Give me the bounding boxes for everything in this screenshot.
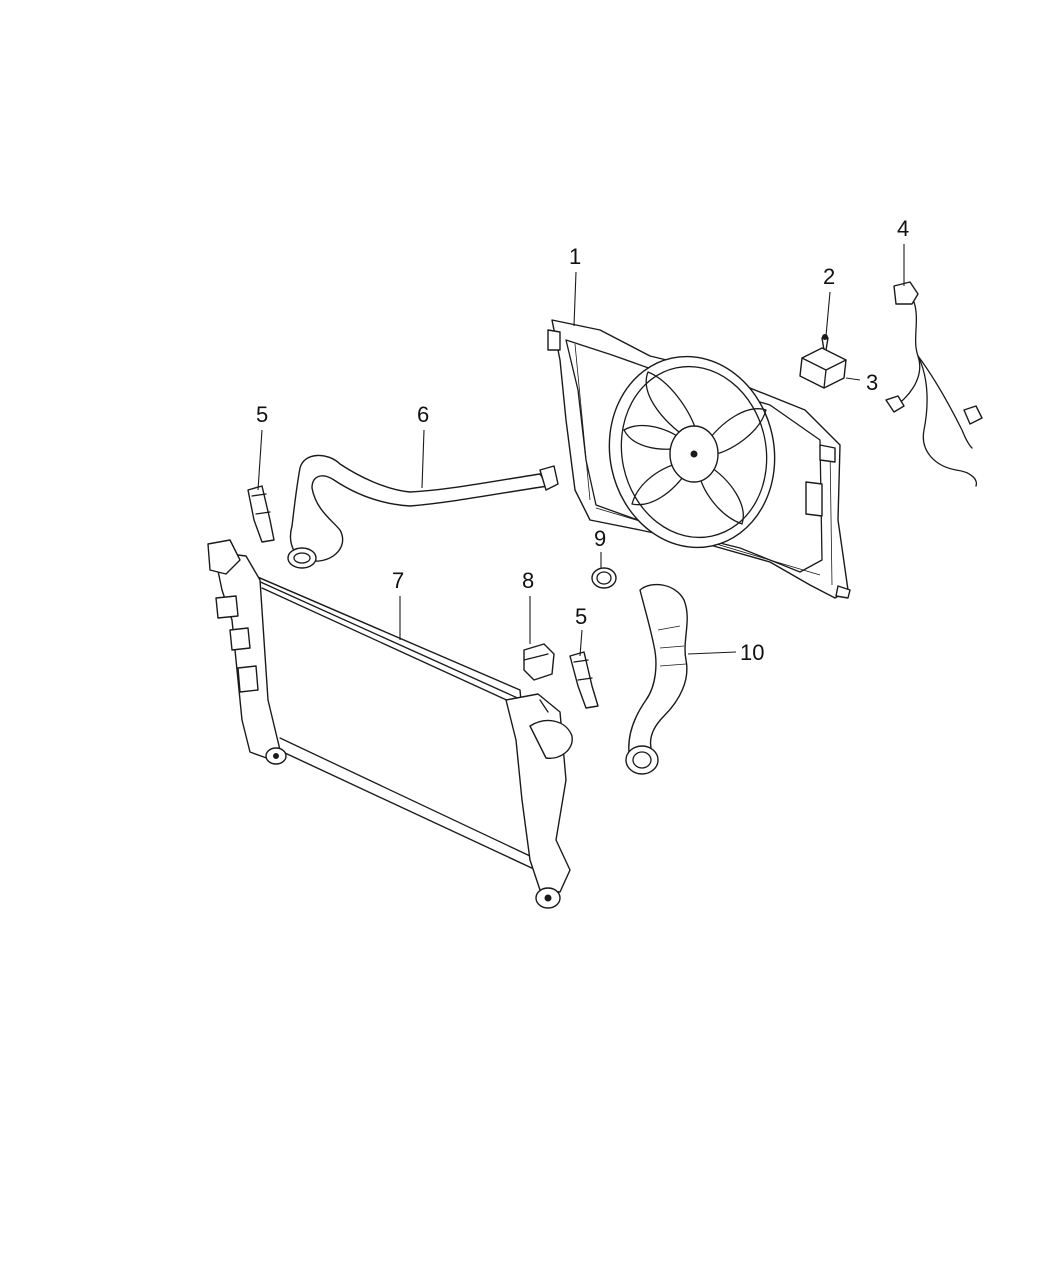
callout-10: 10 [740, 640, 764, 665]
screw-part [821, 334, 829, 351]
radiator-isolator [523, 643, 555, 681]
callout-2: 2 [823, 264, 835, 289]
callout-8: 8 [522, 568, 534, 593]
leader-lines [257, 244, 905, 657]
callout-4: 4 [897, 216, 909, 241]
fan-resistor-module [799, 347, 847, 389]
upper-radiator-hose [287, 454, 559, 569]
radiator [207, 539, 573, 909]
callout-7: 7 [392, 568, 404, 593]
mount-bracket-upper [247, 485, 275, 543]
callout-5-lower: 5 [575, 604, 587, 629]
fan-shroud-assembly [547, 319, 851, 599]
lower-radiator-hose [625, 583, 688, 775]
callout-3: 3 [866, 370, 878, 395]
mount-bracket-lower [569, 651, 599, 709]
callout-5-upper: 5 [256, 402, 268, 427]
wiring-harness [885, 281, 983, 487]
callout-labels: 1 2 3 4 5 6 7 8 5 9 10 [256, 216, 909, 665]
callout-1: 1 [569, 244, 581, 269]
hose-clamp [591, 567, 617, 589]
callout-6: 6 [417, 402, 429, 427]
callout-9: 9 [594, 526, 606, 551]
